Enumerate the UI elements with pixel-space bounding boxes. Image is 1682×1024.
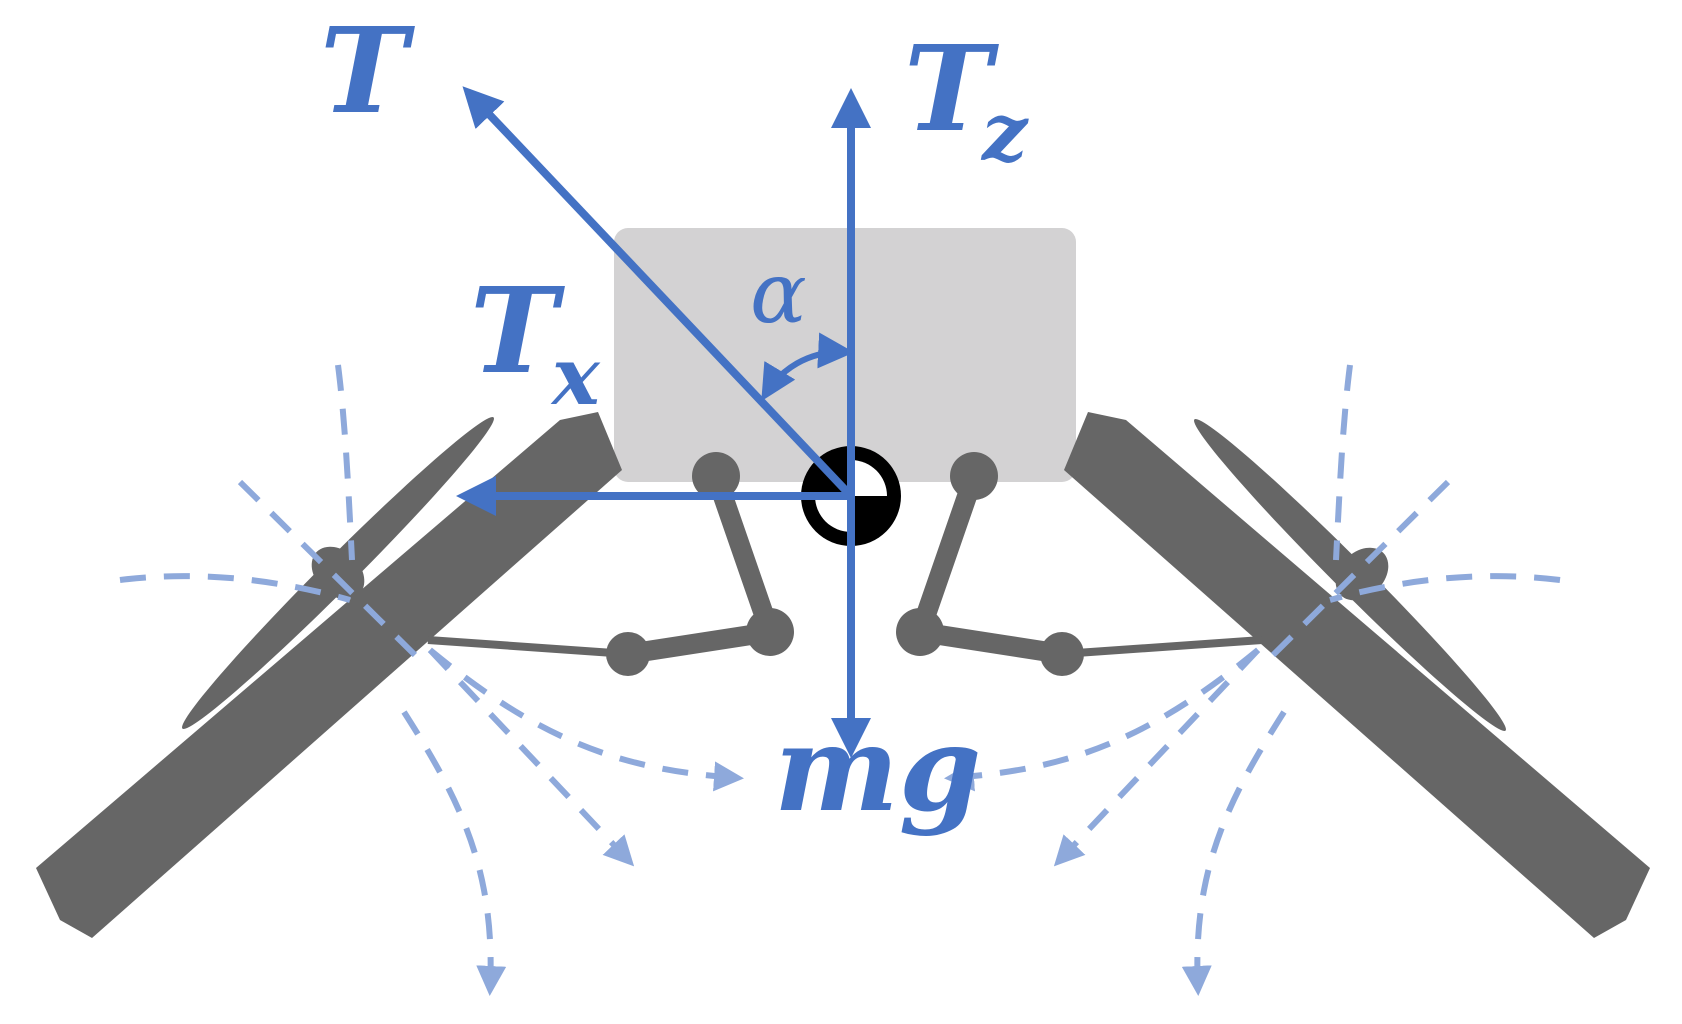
left-leg-strut <box>427 636 629 658</box>
left-joint-knee <box>746 608 794 656</box>
left-joint-top <box>692 452 740 500</box>
left-airflow <box>119 364 744 996</box>
com-quadrant-upper-right <box>851 460 887 496</box>
com-quadrant-lower-left <box>815 496 851 532</box>
left-airflow-line <box>428 647 744 792</box>
right-joint-knee <box>896 608 944 656</box>
force-vectors <box>456 86 871 758</box>
right-leg-strut <box>1061 636 1263 658</box>
left-arm-group <box>36 412 794 938</box>
right-airflow-line <box>1053 647 1261 867</box>
thrust-z-subscript: z <box>980 85 1029 179</box>
left-airflow-line <box>401 710 507 996</box>
right-joint-top <box>950 452 998 500</box>
thrust-x-label: T <box>470 261 565 400</box>
left-airflow-line <box>427 647 635 867</box>
right-arm <box>1064 412 1650 938</box>
left-arm <box>36 412 622 938</box>
right-airflow-line <box>1333 364 1353 561</box>
drone-body <box>614 228 1076 482</box>
left-leg-link-upper <box>706 466 780 642</box>
thrust-arrow <box>462 86 854 499</box>
weight-label: mg <box>774 699 981 838</box>
right-leg-link-upper <box>910 466 984 642</box>
right-airflow-line <box>944 647 1260 792</box>
angle-arc <box>761 332 855 402</box>
left-joint-foot <box>606 632 650 676</box>
right-joint-foot <box>1040 632 1084 676</box>
right-arm-group <box>896 412 1650 938</box>
left-airflow-line <box>335 364 355 561</box>
angle-label: α <box>750 244 807 342</box>
right-airflow-line <box>1181 710 1287 996</box>
right-airflow <box>944 364 1561 996</box>
thrust-label: T <box>320 1 415 140</box>
thrust-z-label: T <box>904 19 999 158</box>
thrust-x-subscript: x <box>550 329 601 423</box>
